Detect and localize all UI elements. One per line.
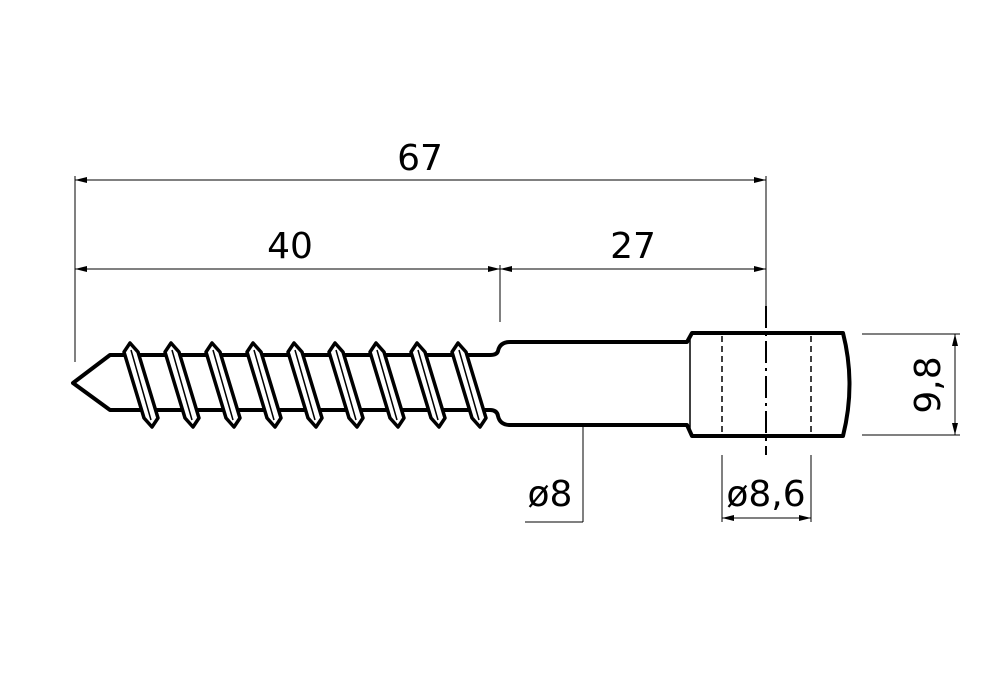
thread-crest-edge: [335, 349, 357, 421]
dim-head-height: 9,8: [908, 356, 949, 413]
thread-crests: [122, 341, 488, 429]
dim-shank-diameter: ø8: [528, 474, 573, 515]
dim-hole-diameter: ø8,6: [726, 474, 805, 515]
dim-overall-length: 67: [397, 138, 443, 179]
thread-crest-edge: [253, 349, 275, 421]
thread-crest-edge: [130, 349, 152, 421]
thread-crest-edge: [417, 349, 439, 421]
head-hole: [689, 335, 812, 434]
dim-thread-length: 40: [267, 226, 313, 267]
thread-crest-edge: [458, 349, 480, 421]
thread-crest-edge: [376, 349, 398, 421]
thread-crest-edge: [212, 349, 234, 421]
dim-shank-length: 27: [610, 226, 656, 267]
thread-crest-edge: [171, 349, 193, 421]
thread-crest-edge: [294, 349, 316, 421]
